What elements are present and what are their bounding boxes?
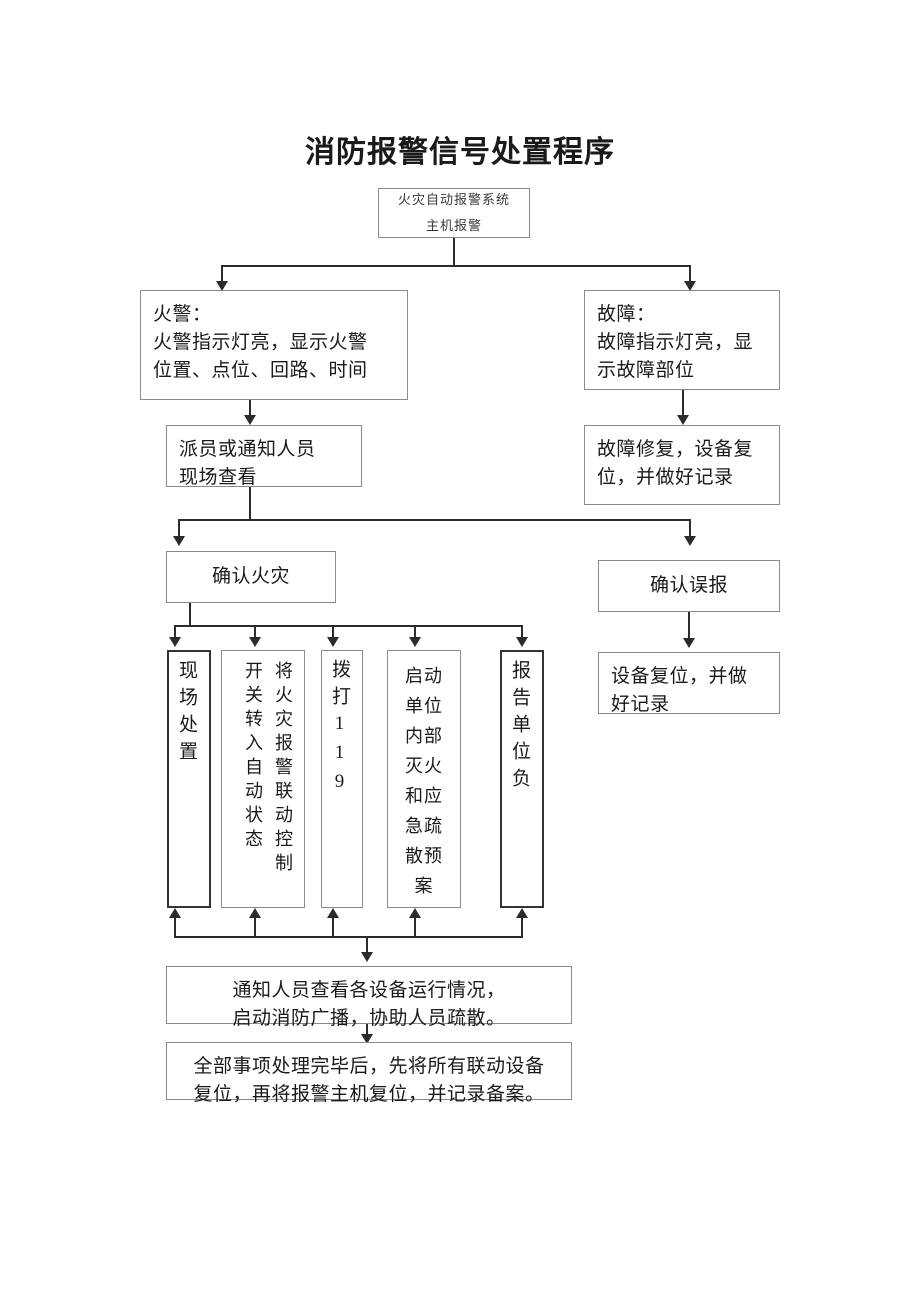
connector-split-right-drop xyxy=(689,265,691,283)
connector-fault-to-repair xyxy=(682,390,684,417)
arrow-to-confirm-fire xyxy=(173,536,185,546)
arrow-up-to-action-onsite xyxy=(169,908,181,918)
node-fault-alarm: 故障： 故障指示灯亮，显 示故障部位 xyxy=(584,290,780,390)
node-dispatch-check: 派员或通知人员 现场查看 xyxy=(166,425,362,488)
node-fault-repair: 故障修复，设备复 位，并做好记录 xyxy=(584,425,780,505)
node-confirm-false: 确认误报 xyxy=(598,560,780,612)
node-notify-equipment: 通知人员查看各设备运行情况， 启动消防广播，协助人员疏散。 xyxy=(166,966,572,1029)
connector-confirm-bus xyxy=(178,519,691,521)
arrow-to-dispatch-check xyxy=(244,415,256,425)
node-reset-record-label: 设备复位，并做 好记录 xyxy=(611,666,748,715)
node-final-reset: 全部事项处理完毕后，先将所有联动设备 复位，再将报警主机复位，并记录备案。 xyxy=(166,1042,572,1105)
arrow-to-reset-record xyxy=(683,638,695,648)
page-title: 消防报警信号处置程序 xyxy=(305,136,615,169)
connector-action-bus-top xyxy=(174,625,523,627)
connector-merge-riser-5 xyxy=(521,918,523,938)
arrow-to-fault-alarm xyxy=(684,281,696,291)
connector-false-to-reset xyxy=(688,612,690,640)
arrow-to-final-reset xyxy=(361,1034,373,1044)
node-action-call119: 拨打119 xyxy=(321,650,363,908)
connector-confirm-left-drop xyxy=(178,519,180,538)
node-confirm-fire-label: 确认火灾 xyxy=(211,566,290,587)
arrow-up-to-action-call119 xyxy=(327,908,339,918)
connector-action-drop-3 xyxy=(332,625,334,639)
connector-merge-riser-3 xyxy=(332,918,334,938)
arrow-to-notify-equipment xyxy=(361,952,373,962)
arrow-to-action-call119 xyxy=(327,637,339,647)
arrow-to-fault-repair xyxy=(677,415,689,425)
connector-notify-to-final xyxy=(366,1024,368,1038)
node-action-call119-label: 拨打119 xyxy=(329,659,350,800)
node-action-plan: 启动单位内部灭火和应急疏散预案 xyxy=(387,650,461,908)
arrow-to-action-report xyxy=(516,637,528,647)
arrow-to-action-plan xyxy=(409,637,421,647)
node-action-plan-label: 启动单位内部灭火和应急疏散预案 xyxy=(405,666,443,896)
arrow-up-to-action-linkage xyxy=(249,908,261,918)
node-action-onsite-label: 现场处置 xyxy=(176,660,197,768)
node-final-reset-label: 全部事项处理完毕后，先将所有联动设备 复位，再将报警主机复位，并记录备案。 xyxy=(193,1056,545,1105)
connector-fire-to-dispatch xyxy=(249,400,251,417)
node-confirm-false-label: 确认误报 xyxy=(649,575,728,596)
node-reset-record: 设备复位，并做 好记录 xyxy=(598,652,780,715)
connector-merge-riser-4 xyxy=(414,918,416,938)
connector-confirm-fire-down xyxy=(189,603,191,626)
connector-start-down xyxy=(453,238,455,266)
connector-action-drop-4 xyxy=(414,625,416,639)
arrow-up-to-action-plan xyxy=(409,908,421,918)
connector-merge-to-notify xyxy=(366,936,368,954)
node-confirm-fire: 确认火灾 xyxy=(166,551,336,603)
arrow-to-action-linkage xyxy=(249,637,261,647)
connector-merge-riser-1 xyxy=(174,918,176,938)
arrow-to-action-onsite xyxy=(169,637,181,647)
connector-split-bus-top xyxy=(221,265,690,267)
node-action-linkage-label: 将火灾报警联动控制开关转入自动状态 xyxy=(243,661,293,877)
arrow-to-fire-alarm xyxy=(216,281,228,291)
connector-merge-bus xyxy=(174,936,523,938)
connector-confirm-right-drop xyxy=(689,519,691,538)
node-notify-equipment-label: 通知人员查看各设备运行情况， 启动消防广播，协助人员疏散。 xyxy=(232,980,506,1029)
node-fault-alarm-label: 故障： 故障指示灯亮，显 示故障部位 xyxy=(597,304,754,381)
arrow-to-confirm-false xyxy=(684,536,696,546)
node-dispatch-check-label: 派员或通知人员 现场查看 xyxy=(179,439,316,488)
node-action-linkage: 将火灾报警联动控制开关转入自动状态 xyxy=(221,650,305,908)
node-action-report: 报告单位负 xyxy=(500,650,544,908)
arrow-up-to-action-report xyxy=(516,908,528,918)
node-start: 火灾自动报警系统 主机报警 xyxy=(378,188,530,238)
connector-dispatch-down xyxy=(249,487,251,520)
connector-action-drop-1 xyxy=(174,625,176,639)
node-action-onsite: 现场处置 xyxy=(167,650,211,908)
node-fault-repair-label: 故障修复，设备复 位，并做好记录 xyxy=(597,439,754,488)
node-action-report-label: 报告单位负 xyxy=(509,660,530,795)
connector-merge-riser-2 xyxy=(254,918,256,938)
connector-action-drop-2 xyxy=(254,625,256,639)
connector-action-drop-5 xyxy=(521,625,523,639)
node-start-label: 火灾自动报警系统 主机报警 xyxy=(397,192,510,233)
node-fire-alarm-label: 火警： 火警指示灯亮，显示火警 位置、点位、回路、时间 xyxy=(153,304,368,381)
connector-split-left-drop xyxy=(221,265,223,283)
node-fire-alarm: 火警： 火警指示灯亮，显示火警 位置、点位、回路、时间 xyxy=(140,290,408,400)
